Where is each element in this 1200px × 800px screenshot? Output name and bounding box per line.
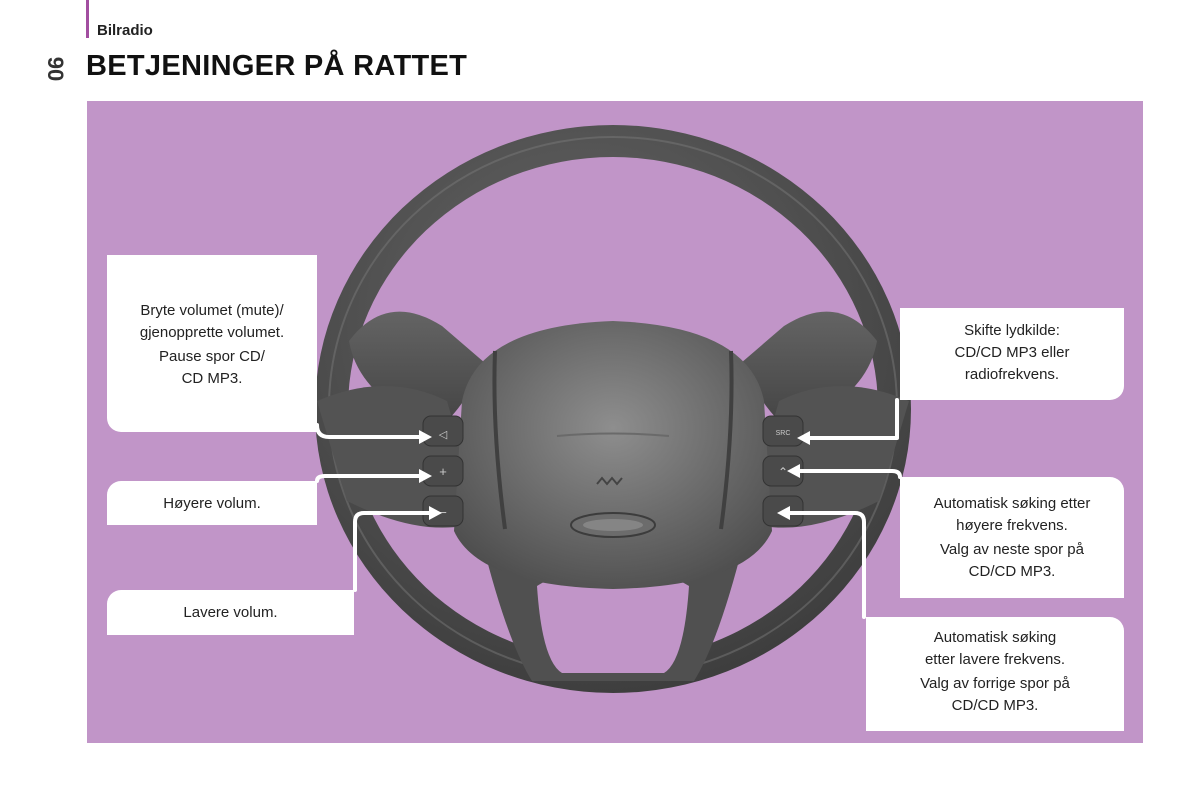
callout-source-line-2: CD/CD MP3 eller xyxy=(900,342,1124,364)
volume-up-icon: + xyxy=(439,464,447,479)
callout-mute-line-1: Bryte volumet (mute)/ xyxy=(107,300,317,322)
seek-up-icon: ⌃ xyxy=(778,465,788,479)
callout-seek-down: Automatisk søking etter lavere frekvens.… xyxy=(866,617,1124,731)
source-button-icon: SRC xyxy=(776,430,791,437)
section-label: Bilradio xyxy=(97,22,153,39)
callout-seek-down-line-3: Valg av forrige spor på xyxy=(866,673,1124,695)
callout-volume-up-text: Høyere volum. xyxy=(107,493,317,515)
callout-mute-line-4: CD MP3. xyxy=(107,368,317,390)
callout-seek-up: Automatisk søking etter høyere frekvens.… xyxy=(900,477,1124,598)
callout-volume-down-text: Lavere volum. xyxy=(107,602,354,624)
callout-seek-up-line-1: Automatisk søking etter xyxy=(900,493,1124,515)
callout-mute-line-2: gjenopprette volumet. xyxy=(107,322,317,344)
airbag-hub xyxy=(454,321,772,589)
callout-volume-down: Lavere volum. xyxy=(107,590,354,635)
volume-down-icon: − xyxy=(439,505,447,520)
page-title: BETJENINGER PÅ RATTET xyxy=(86,50,467,83)
callout-seek-up-line-4: CD/CD MP3. xyxy=(900,561,1124,583)
callout-source-line-3: radiofrekvens. xyxy=(900,364,1124,386)
callout-source: Skifte lydkilde: CD/CD MP3 eller radiofr… xyxy=(900,308,1124,400)
callout-seek-up-line-3: Valg av neste spor på xyxy=(900,539,1124,561)
mute-button-icon: ◁ xyxy=(439,429,448,441)
page-number: 90 xyxy=(42,54,68,84)
section-accent-bar xyxy=(86,0,89,38)
callout-volume-up: Høyere volum. xyxy=(107,481,317,525)
right-control-buttons: SRC ⌃ ⌄ xyxy=(763,416,803,526)
callout-mute-line-3: Pause spor CD/ xyxy=(107,346,317,368)
callout-seek-down-line-2: etter lavere frekvens. xyxy=(866,649,1124,671)
callout-source-line-1: Skifte lydkilde: xyxy=(900,320,1124,342)
left-control-buttons: ◁ + − xyxy=(423,416,463,526)
callout-seek-down-line-1: Automatisk søking xyxy=(866,627,1124,649)
callout-seek-down-line-4: CD/CD MP3. xyxy=(866,695,1124,717)
callout-mute: Bryte volumet (mute)/ gjenopprette volum… xyxy=(107,255,317,432)
callout-seek-up-line-2: høyere frekvens. xyxy=(900,515,1124,537)
seek-down-icon: ⌄ xyxy=(778,505,788,519)
